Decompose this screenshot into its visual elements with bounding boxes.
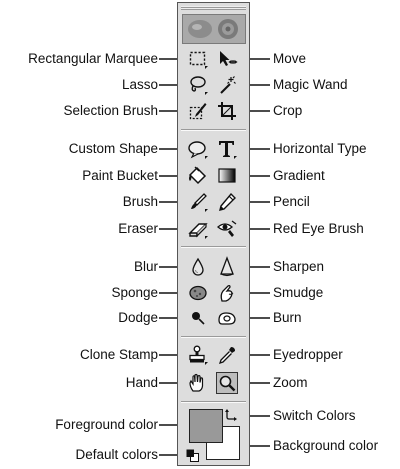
blur-drop-icon — [192, 257, 204, 276]
label-paint-bucket: Paint Bucket — [82, 168, 158, 183]
label-magic-wand: Magic Wand — [273, 77, 348, 92]
paint-bucket-tool[interactable] — [187, 165, 209, 187]
sharpen-tool[interactable] — [216, 256, 238, 278]
magic-wand-tool[interactable] — [216, 74, 238, 96]
paint-bucket-icon — [188, 166, 207, 185]
crop-icon — [218, 102, 236, 120]
red-eye-brush-icon — [217, 220, 237, 237]
smudge-finger-icon — [220, 285, 234, 302]
label-sponge: Sponge — [111, 285, 158, 300]
selection-brush-icon — [189, 103, 207, 120]
label-gradient: Gradient — [273, 168, 325, 183]
toolbox-divider — [181, 246, 246, 248]
default-colors-icon[interactable] — [186, 449, 199, 462]
label-crop: Crop — [273, 103, 303, 118]
foreground-color-swatch[interactable] — [189, 409, 223, 443]
selection-brush-tool[interactable] — [187, 100, 209, 122]
brush-tool[interactable] — [187, 191, 209, 213]
label-hand: Hand — [125, 375, 158, 390]
blur-tool[interactable] — [187, 256, 209, 278]
toolbox-grip[interactable] — [181, 6, 246, 10]
lasso-tool[interactable] — [187, 74, 209, 96]
brush-icon — [191, 193, 208, 212]
magic-wand-icon — [220, 76, 236, 94]
switch-colors-icon[interactable] — [224, 408, 238, 422]
horizontal-type-tool[interactable] — [216, 138, 238, 160]
zoom-magnifier-icon — [219, 375, 236, 392]
burn-tool[interactable] — [216, 307, 238, 329]
toolbox-divider — [181, 129, 246, 131]
label-sharpen: Sharpen — [273, 259, 325, 274]
sharpen-cone-icon — [220, 256, 234, 277]
label-pencil: Pencil — [273, 194, 310, 209]
label-smudge: Smudge — [273, 285, 324, 300]
label-default-colors: Default colors — [75, 447, 158, 462]
gradient-tool[interactable] — [216, 165, 238, 187]
pencil-tool[interactable] — [216, 191, 238, 213]
label-lasso: Lasso — [121, 77, 158, 92]
marquee-icon — [189, 51, 208, 69]
label-red-eye-brush: Red Eye Brush — [273, 221, 364, 236]
label-eraser: Eraser — [118, 221, 158, 236]
eyedropper-icon — [218, 347, 235, 365]
label-dodge: Dodge — [118, 310, 158, 325]
label-brush: Brush — [122, 194, 158, 209]
pencil-icon — [219, 192, 236, 211]
label-foreground-color: Foreground color — [55, 417, 158, 432]
clone-stamp-tool[interactable] — [187, 344, 209, 366]
move-tool[interactable] — [216, 48, 238, 70]
custom-shape-tool[interactable] — [187, 138, 209, 160]
eyedropper-tool[interactable] — [216, 344, 238, 366]
hand-tool[interactable] — [187, 372, 209, 394]
rectangular-marquee-tool[interactable] — [187, 48, 209, 70]
app-logo — [182, 14, 246, 44]
label-zoom: Zoom — [273, 375, 308, 390]
dodge-icon — [192, 312, 205, 325]
label-selection-brush: Selection Brush — [63, 103, 158, 118]
label-move: Move — [273, 51, 307, 66]
label-switch-colors: Switch Colors — [273, 408, 356, 423]
toolbox-divider — [181, 401, 246, 403]
label-background-color: Background color — [273, 438, 379, 453]
red-eye-brush-tool[interactable] — [216, 218, 238, 240]
move-arrow-icon — [220, 51, 238, 66]
label-blur: Blur — [133, 259, 158, 274]
label-eyedropper: Eyedropper — [273, 347, 343, 362]
lasso-icon — [190, 76, 208, 95]
crop-tool[interactable] — [216, 100, 238, 122]
gradient-icon — [218, 168, 236, 183]
label-burn: Burn — [273, 310, 302, 325]
clone-stamp-icon — [189, 345, 208, 365]
dodge-tool[interactable] — [187, 307, 209, 329]
eraser-icon — [188, 223, 208, 239]
type-t-icon — [219, 141, 237, 159]
sponge-tool[interactable] — [187, 282, 209, 304]
label-clone-stamp: Clone Stamp — [79, 347, 158, 362]
zoom-tool[interactable] — [216, 372, 238, 394]
burn-hand-icon — [218, 312, 236, 325]
label-custom-shape: Custom Shape — [68, 141, 158, 156]
smudge-tool[interactable] — [216, 282, 238, 304]
hand-icon — [189, 373, 204, 392]
toolbox-divider — [181, 336, 246, 338]
eraser-tool[interactable] — [187, 218, 209, 240]
label-rectangular-marquee: Rectangular Marquee — [28, 51, 158, 66]
custom-shape-icon — [188, 141, 208, 159]
label-horizontal-type: Horizontal Type — [273, 141, 367, 156]
sponge-icon — [189, 285, 207, 301]
